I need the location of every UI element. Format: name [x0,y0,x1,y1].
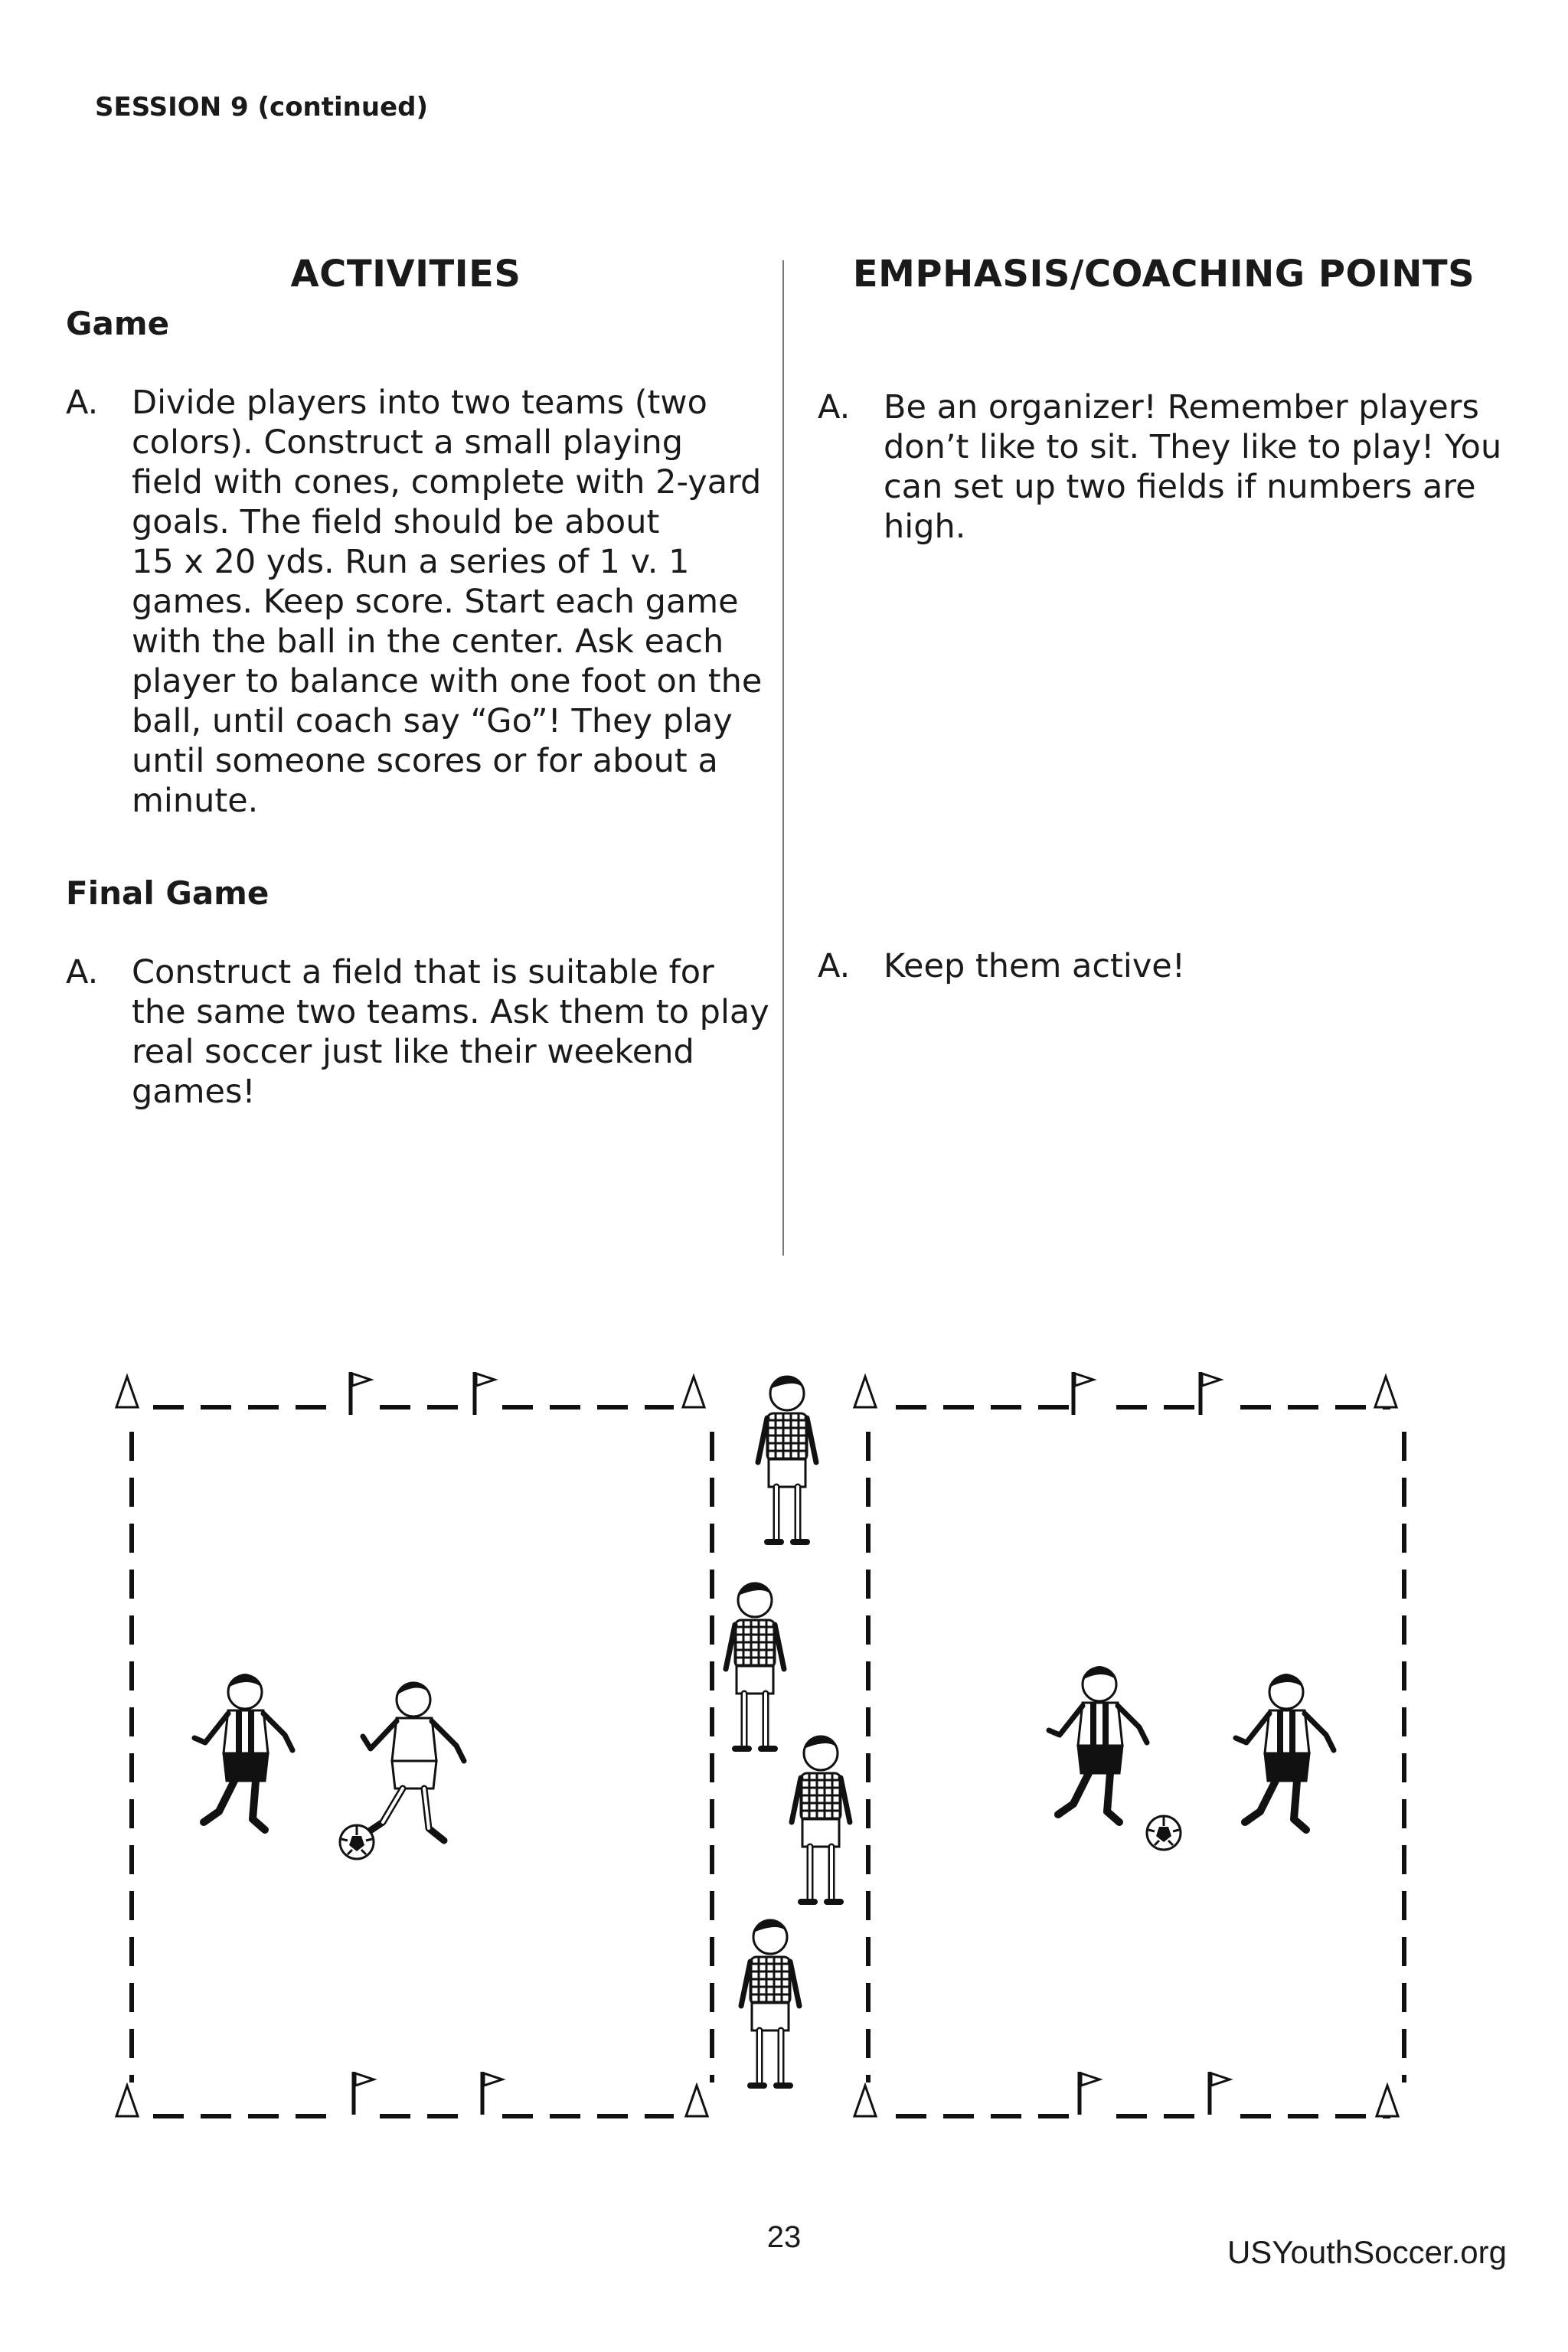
activities-heading: ACTIVITIES [290,253,521,296]
left-field [115,1372,714,2118]
text-line: Keep them active! [884,947,1185,985]
column-divider [782,260,784,1256]
text-line: high. [884,508,966,546]
player-figure [741,1920,799,2086]
goal-flag-icon [351,1372,371,1415]
text-line: Divide players into two teams (two [132,384,707,422]
text-line: games! [132,1073,256,1111]
text-line: with the ball in the center. Ask each [132,622,724,661]
goal-flag-icon [1080,2072,1099,2115]
game-section-title: Game [66,305,170,342]
text-line: field with cones, complete with 2-yard [132,463,762,501]
text-line: colors). Construct a small playing [132,423,684,462]
session-heading: SESSION 9 (continued) [95,92,429,122]
text-line: the same two teams. Ask them to play [132,993,769,1031]
text-line: goals. The field should be about [132,503,660,541]
right-field [853,1372,1406,2118]
goal-flag-icon [1073,1372,1093,1415]
goal-flag-icon [354,2072,374,2115]
text-line: don’t like to sit. They like to play! Yo… [884,428,1502,466]
text-line: until someone scores or for about a [132,742,718,780]
item-letter: A. [818,947,851,985]
item-letter: A. [66,384,99,422]
cone-icon [853,2084,877,2118]
text-line: minute. [132,782,259,820]
player-figure [363,1681,464,1841]
soccer-ball-icon [1145,1815,1182,1851]
goal-flag-icon [1200,1372,1220,1415]
cone-icon [1375,2084,1400,2118]
final-game-section-title: Final Game [66,874,270,912]
text-line: Construct a field that is suitable for [132,953,714,991]
waiting-players [726,1377,850,2086]
text-line: ball, until coach say “Go”! They play [132,702,733,740]
item-letter: A. [818,388,851,426]
goal-flag-icon [475,1372,495,1415]
text-line: real soccer just like their weekend [132,1033,694,1071]
item-letter: A. [66,953,99,991]
player-figure [194,1674,292,1830]
cone-icon [853,1375,877,1409]
player-figure [1049,1666,1147,1822]
cone-icon [684,2084,709,2118]
cone-icon [681,1375,706,1409]
goal-flag-icon [1210,2072,1230,2115]
soccer-ball-icon [338,1824,375,1860]
cone-icon [1374,1375,1398,1409]
text-line: Be an organizer! Remember players [884,388,1479,426]
player-figure [1236,1674,1334,1830]
cone-icon [115,2084,139,2118]
player-figure [758,1377,816,1542]
goal-flag-icon [482,2072,502,2115]
player-figure [792,1736,850,1902]
text-line: 15 x 20 yds. Run a series of 1 v. 1 [132,543,690,581]
website-url: USYouthSoccer.org [1227,2234,1507,2270]
game-activity-text: Divide players into two teams (two color… [132,383,762,821]
player-figure [726,1583,784,1749]
field-diagram [115,1317,1406,2118]
text-line: games. Keep score. Start each game [132,583,739,621]
text-line: player to balance with one foot on the [132,662,763,701]
coaching-points-heading: EMPHASIS/COACHING POINTS [852,253,1475,296]
final-game-coaching-text: Keep them active! [884,946,1185,986]
final-game-activity-text: Construct a field that is suitable for t… [132,952,769,1112]
text-line: can set up two fields if numbers are [884,468,1476,506]
game-coaching-text: Be an organizer! Remember players don’t … [884,387,1501,547]
page-number: 23 [766,2220,802,2254]
cone-icon [115,1375,139,1409]
